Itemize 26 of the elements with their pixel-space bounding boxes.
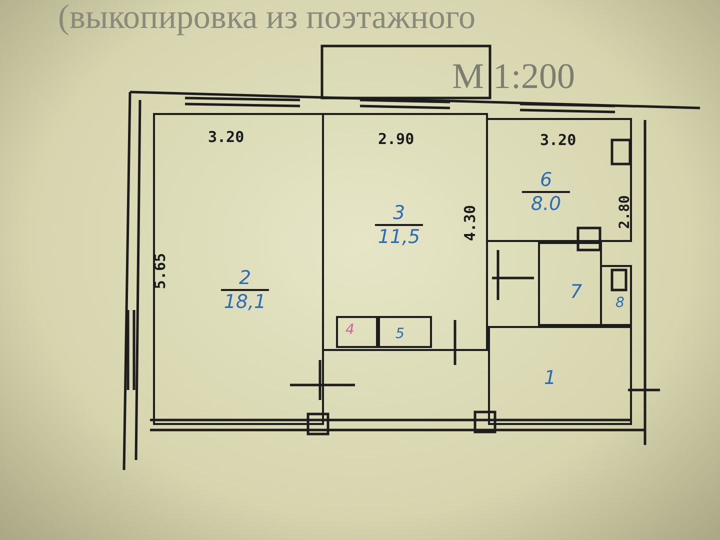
dimension-text: 4.30 <box>461 204 480 242</box>
room-area: 11,5 <box>378 226 420 248</box>
room-outline <box>322 113 488 351</box>
room-number: 3 <box>374 202 424 226</box>
room-number: 5 <box>396 326 404 342</box>
room-outline <box>378 316 432 348</box>
room-outline <box>488 326 632 425</box>
dimension-text: 2.80 <box>616 195 633 229</box>
dimension-text: 3.20 <box>208 128 244 146</box>
room-area: 18,1 <box>224 291 266 313</box>
dimension-text: 2.90 <box>378 130 414 148</box>
dimension-text: 3.20 <box>540 131 576 149</box>
room-number: 7 <box>570 281 582 303</box>
room-outline <box>538 242 602 326</box>
room-outline <box>336 316 378 348</box>
room-outline <box>600 265 632 326</box>
room-number: 8 <box>616 295 624 311</box>
room-area: 8.0 <box>530 193 562 215</box>
room-outline <box>153 113 324 425</box>
room-number: 1 <box>544 367 556 389</box>
room-outline <box>486 118 632 242</box>
scale-text: М 1:200 <box>452 55 576 97</box>
room-number: 6 <box>522 169 570 193</box>
room-number: 2 <box>220 267 270 291</box>
room-number: 4 <box>346 322 354 338</box>
heading-text: (выкопировка из поэтажного <box>58 0 476 36</box>
